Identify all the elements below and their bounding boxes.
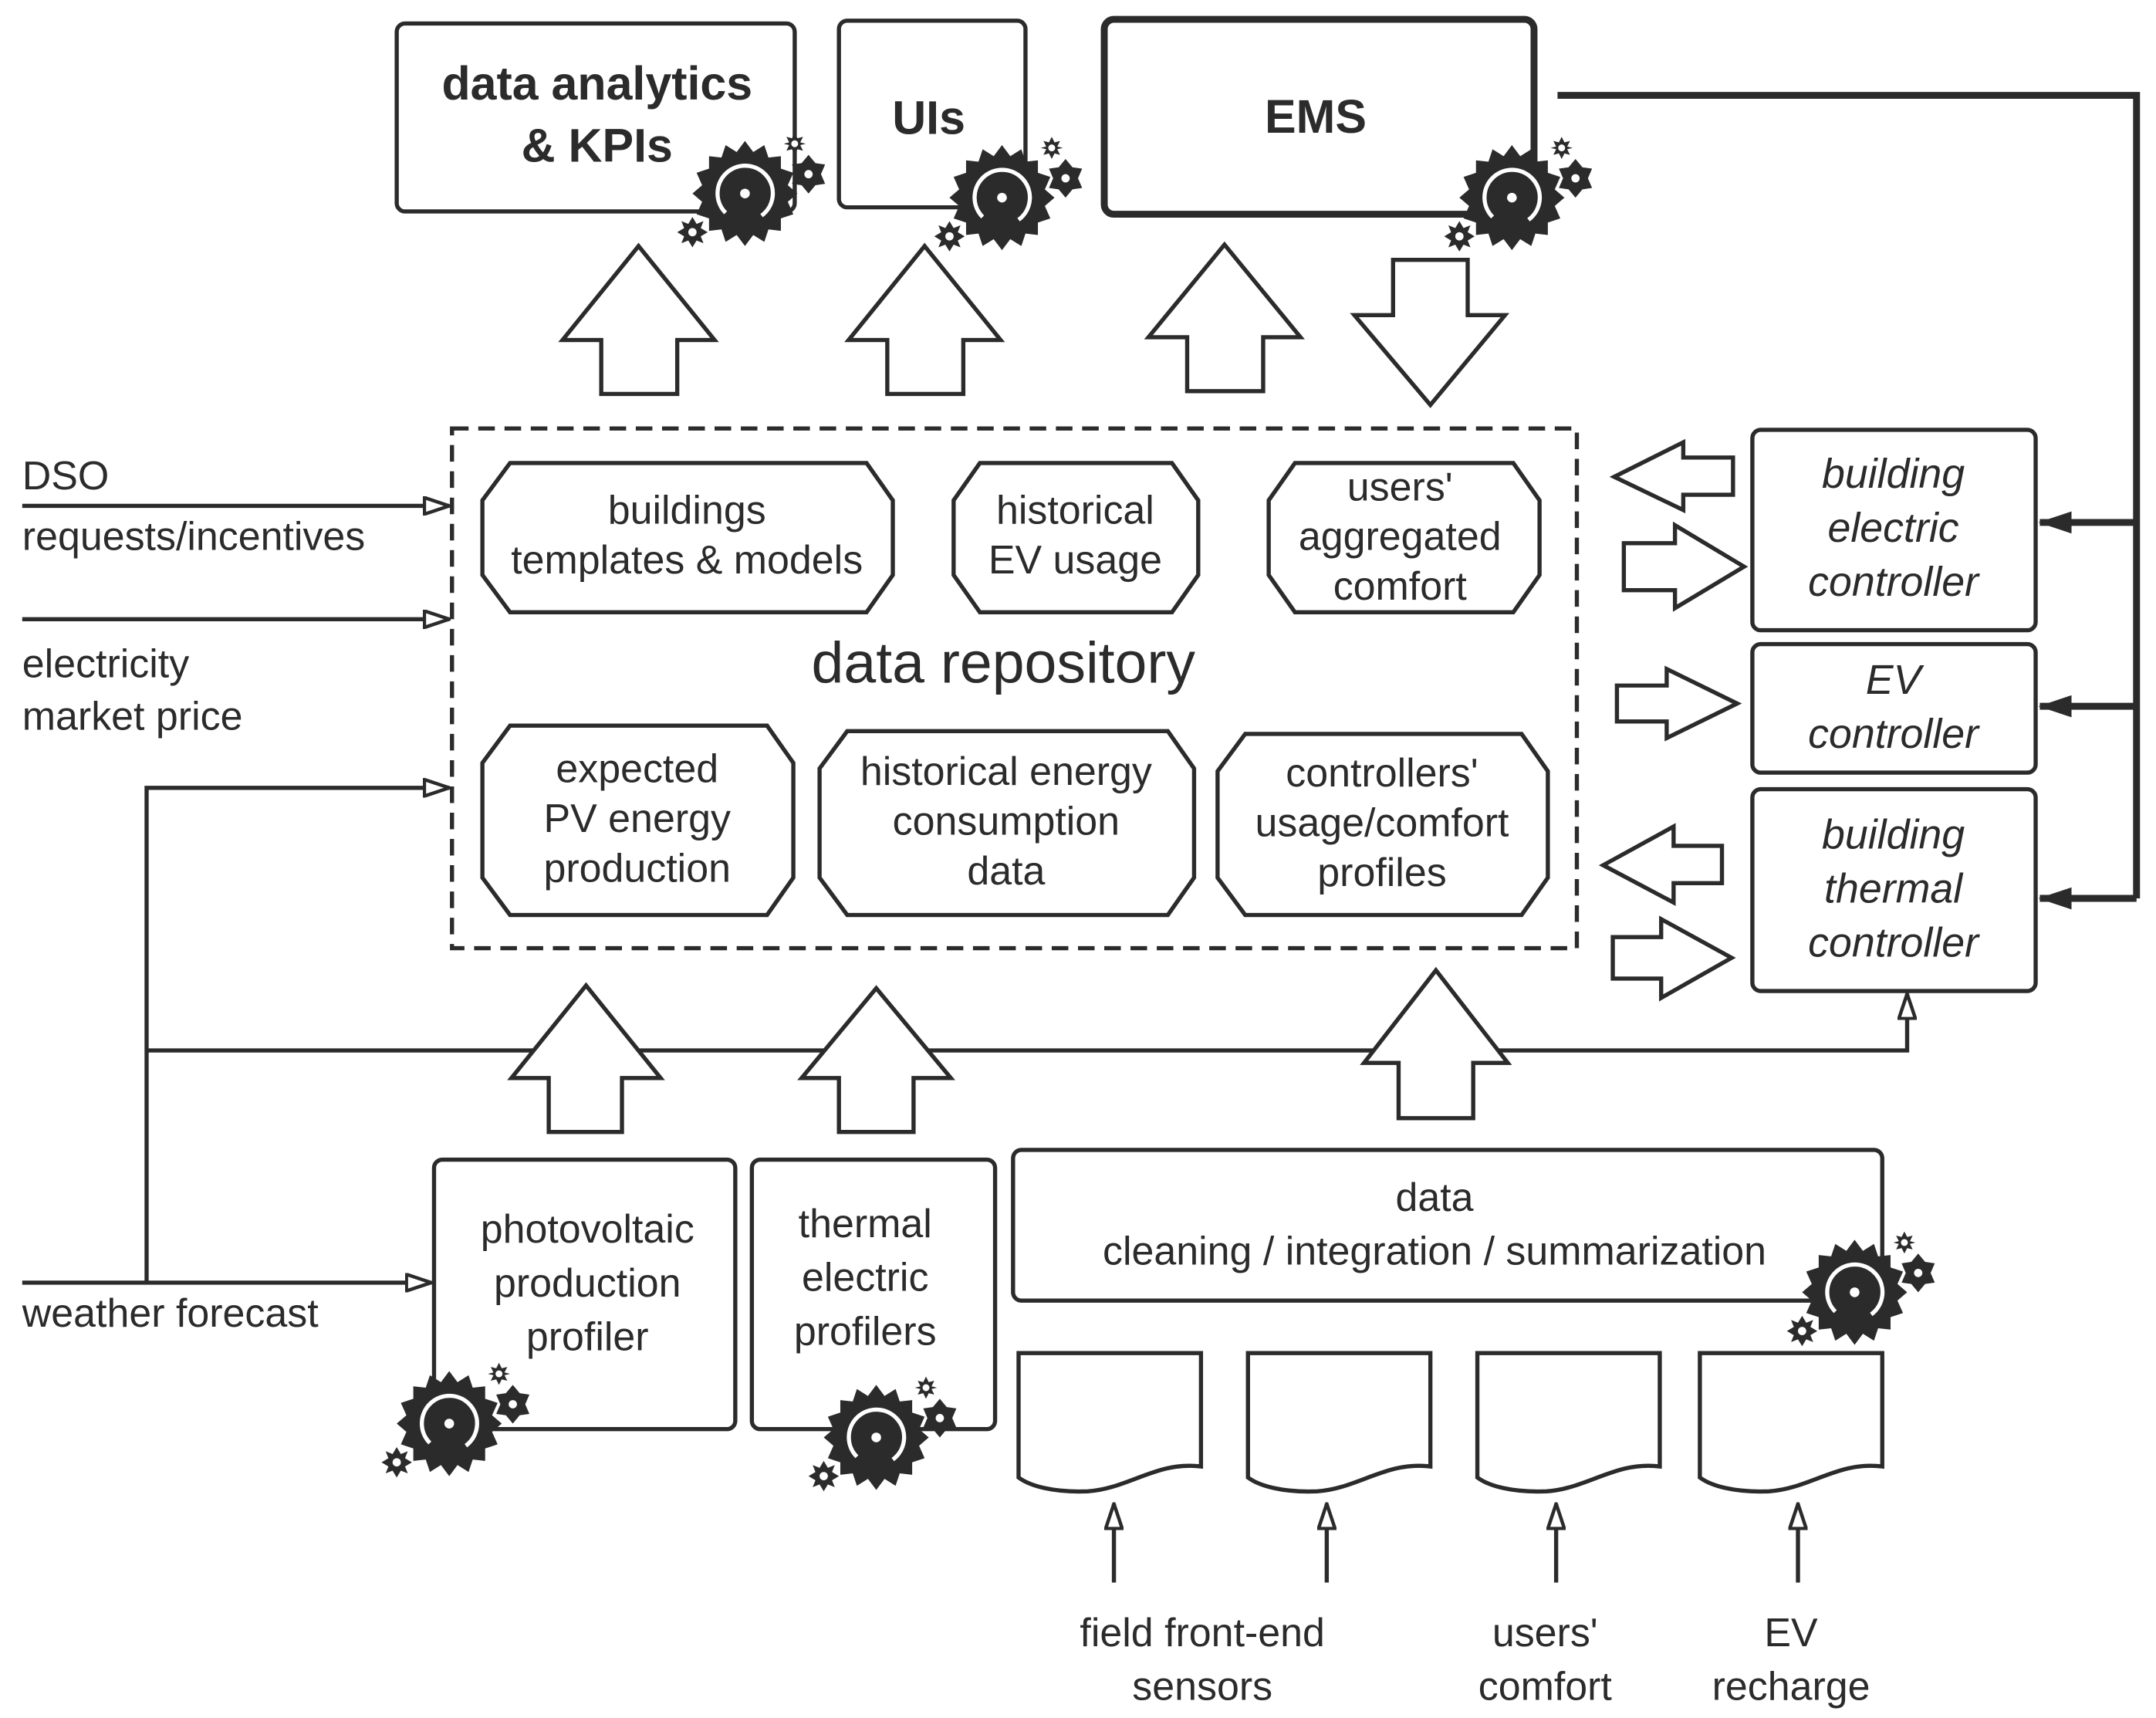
repo-item-text: data [967, 849, 1045, 894]
thermal-electric-profilers: thermal electric profilers [749, 1157, 998, 1492]
electricity-price-input: electricity market price [22, 619, 449, 739]
up-arrow-data-to-repository [1360, 966, 1512, 1121]
ems-module: EMS [1100, 15, 1592, 252]
right-arrow-to-thermal-controller [1610, 915, 1736, 1002]
profiler-text: electric [802, 1256, 928, 1300]
profiler-text: production [494, 1261, 681, 1306]
left-arrow-from-electric-controller [1609, 438, 1735, 514]
repo-item-text: controllers' [1286, 751, 1478, 796]
source-text: sensors [1132, 1665, 1272, 1710]
processing-text: data [1396, 1175, 1474, 1220]
repo-item-text: buildings [608, 489, 766, 533]
repo-item-expected-pv-production: expected PV energy production [480, 723, 796, 918]
repo-item-text: comfort [1333, 564, 1468, 609]
data-cleaning-integration: data cleaning / integration / summarizat… [1011, 1148, 1935, 1346]
up-arrow-to-ems [1144, 241, 1306, 394]
dso-input: DSO requests/incentives [22, 454, 449, 560]
source-text: recharge [1712, 1665, 1870, 1710]
repo-item-text: historical [996, 489, 1154, 533]
building-electric-controller: building electric controller [1750, 428, 2038, 633]
price-label-line2: market price [22, 695, 243, 739]
controller-text: electric [1828, 505, 1959, 551]
profiler-text: photovoltaic [481, 1207, 694, 1252]
controller-text: controller [1808, 919, 1980, 966]
controller-text: controller [1808, 711, 1980, 757]
repo-item-text: profiles [1317, 851, 1446, 895]
ems-label: EMS [1265, 90, 1367, 143]
source-ev-recharge: EV recharge [1712, 1611, 1870, 1710]
price-label-line1: electricity [22, 642, 189, 687]
up-arrow-pv-to-repository [507, 982, 665, 1135]
repo-item-text: users' [1347, 465, 1453, 509]
repo-item-text: PV energy [543, 796, 730, 841]
building-thermal-controller: building thermal controller [1750, 786, 2038, 993]
repo-item-controllers-profiles: controllers' usage/comfort profiles [1215, 732, 1550, 918]
controller-text: thermal [1824, 865, 1964, 911]
up-arrow-thermal-to-repository [797, 985, 955, 1135]
right-arrow-to-electric-controller [1621, 521, 1749, 612]
repo-item-users-aggregated-comfort: users' aggregated comfort [1266, 461, 1542, 615]
source-text: field front-end [1080, 1611, 1325, 1655]
source-field-sensors: field front-end sensors [1080, 1611, 1325, 1710]
pv-production-profiler: photovoltaic production profiler [381, 1157, 738, 1478]
ev-controller: EV controller [1750, 641, 2038, 775]
down-arrow-from-ems [1350, 257, 1510, 408]
source-text: comfort [1478, 1665, 1613, 1710]
uis-label: UIs [892, 92, 965, 144]
analytics-label-line2: & KPIs [522, 120, 673, 172]
document-icon [1478, 1353, 1660, 1491]
repo-item-text: historical energy [860, 749, 1152, 794]
dso-label-line2: requests/incentives [22, 515, 365, 560]
profiler-text: thermal [799, 1202, 932, 1246]
weather-input: weather forecast [22, 788, 1908, 1336]
weather-to-thermal-controller-line [146, 994, 1908, 1053]
repo-item-historical-ev-usage: historical EV usage [951, 461, 1201, 615]
repo-item-buildings-templates: buildings templates & models [480, 461, 895, 615]
document-icon [1700, 1353, 1882, 1491]
source-text: EV [1764, 1611, 1818, 1655]
repo-item-text: consumption [893, 800, 1120, 844]
ems-control-bus [1557, 92, 2141, 899]
data-repository: data repository buildings templates & mo… [450, 426, 1580, 951]
repo-item-text: expected [556, 747, 718, 792]
dso-label-line1: DSO [22, 454, 110, 499]
processing-text: cleaning / integration / summarization [1103, 1229, 1766, 1274]
repo-item-text: usage/comfort [1255, 800, 1509, 845]
repo-item-text: templates & models [511, 538, 863, 583]
source-text: users' [1492, 1611, 1598, 1655]
profiler-text: profiler [526, 1315, 649, 1360]
up-arrow-to-uis [844, 242, 1005, 397]
controller-text: EV [1866, 657, 1925, 703]
weather-to-repository-line [144, 788, 449, 1283]
document-icon [1019, 1353, 1201, 1491]
weather-label: weather forecast [22, 1291, 319, 1336]
document-icon [1248, 1353, 1430, 1491]
profiler-text: profilers [794, 1309, 937, 1354]
uis-module: UIs [836, 19, 1082, 252]
repo-item-historical-energy-consumption: historical energy consumption data [817, 729, 1197, 918]
source-users-comfort: users' comfort [1478, 1611, 1613, 1710]
left-arrow-from-thermal-controller [1598, 823, 1725, 906]
analytics-label-line1: data analytics [441, 57, 752, 110]
controller-text: building [1822, 812, 1965, 858]
analytics-module: data analytics & KPIs [394, 21, 825, 247]
repository-title: data repository [812, 631, 1196, 695]
repo-item-text: EV usage [988, 538, 1162, 583]
right-arrow-to-ev-controller [1614, 665, 1742, 742]
controller-text: controller [1808, 559, 1980, 605]
repo-item-text: aggregated [1299, 515, 1502, 560]
controller-text: building [1822, 451, 1965, 497]
repo-item-text: production [543, 847, 730, 891]
up-arrow-to-analytics [558, 242, 719, 397]
